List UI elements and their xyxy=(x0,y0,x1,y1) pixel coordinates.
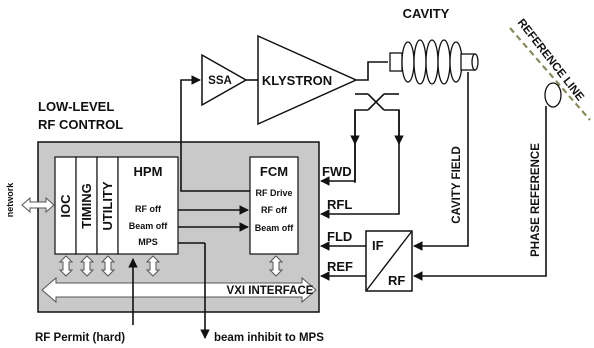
hpm-module xyxy=(117,156,179,255)
klystron-label: KLYSTRON xyxy=(262,73,332,88)
timing-label: TIMING xyxy=(79,183,94,229)
cavity-field-label: CAVITY FIELD xyxy=(451,146,463,224)
reference-line xyxy=(509,27,591,121)
ssa-amplifier xyxy=(201,53,248,107)
fcm-rf-off-label: RF off xyxy=(261,205,288,215)
vxi-interface-label: VXI INTERFACE xyxy=(227,285,314,297)
fwd-line xyxy=(354,109,368,183)
cavity-label: CAVITY xyxy=(403,6,450,21)
fwd-to-chassis xyxy=(320,144,356,186)
phase-reference-line xyxy=(413,106,547,281)
directional-coupler xyxy=(355,93,399,111)
rf-permit-label: RF Permit (hard) xyxy=(35,332,125,344)
ioc-label: IOC xyxy=(58,194,73,218)
hpm-mps-label: MPS xyxy=(138,237,158,247)
reference-coupler xyxy=(544,82,562,108)
fld-label: FLD xyxy=(327,229,352,244)
fcm-module xyxy=(249,156,299,255)
rf-label: RF xyxy=(388,273,405,288)
rfl-label: RFL xyxy=(327,197,352,212)
network-arrow xyxy=(21,196,55,214)
fcm-beam-off-label: Beam off xyxy=(255,223,295,233)
fcm-rf-drive-label: RF Drive xyxy=(255,188,292,198)
rf-drive-line xyxy=(180,75,250,192)
fcm-label: FCM xyxy=(260,164,288,179)
llrf-title-line2: RF CONTROL xyxy=(38,117,123,132)
hpm-rf-off-label: RF off xyxy=(135,204,162,214)
beam-inhibit-label: beam inhibit to MPS xyxy=(214,332,324,344)
network-label: network xyxy=(5,182,15,218)
hpm-label: HPM xyxy=(134,164,163,179)
klystron-output-line xyxy=(356,61,388,81)
vxi-link-arrows xyxy=(58,255,284,277)
if-rf-divider xyxy=(365,230,413,292)
llrf-title-line1: LOW-LEVEL xyxy=(38,99,114,114)
ssa-label: SSA xyxy=(208,75,232,87)
cavity xyxy=(389,39,479,85)
ref-label: REF xyxy=(327,259,353,274)
hpm-beam-off-label: Beam off xyxy=(129,221,169,231)
fwd-label: FWD xyxy=(322,164,352,179)
phase-reference-label: PHASE REFERENCE xyxy=(530,143,542,257)
vxi-interface-bus xyxy=(41,276,317,304)
klystron-amplifier xyxy=(257,34,358,126)
if-label: IF xyxy=(372,238,384,253)
rfl-line xyxy=(320,109,400,219)
utility-label: UTILITY xyxy=(100,181,115,230)
cavity-field-line xyxy=(413,72,469,251)
